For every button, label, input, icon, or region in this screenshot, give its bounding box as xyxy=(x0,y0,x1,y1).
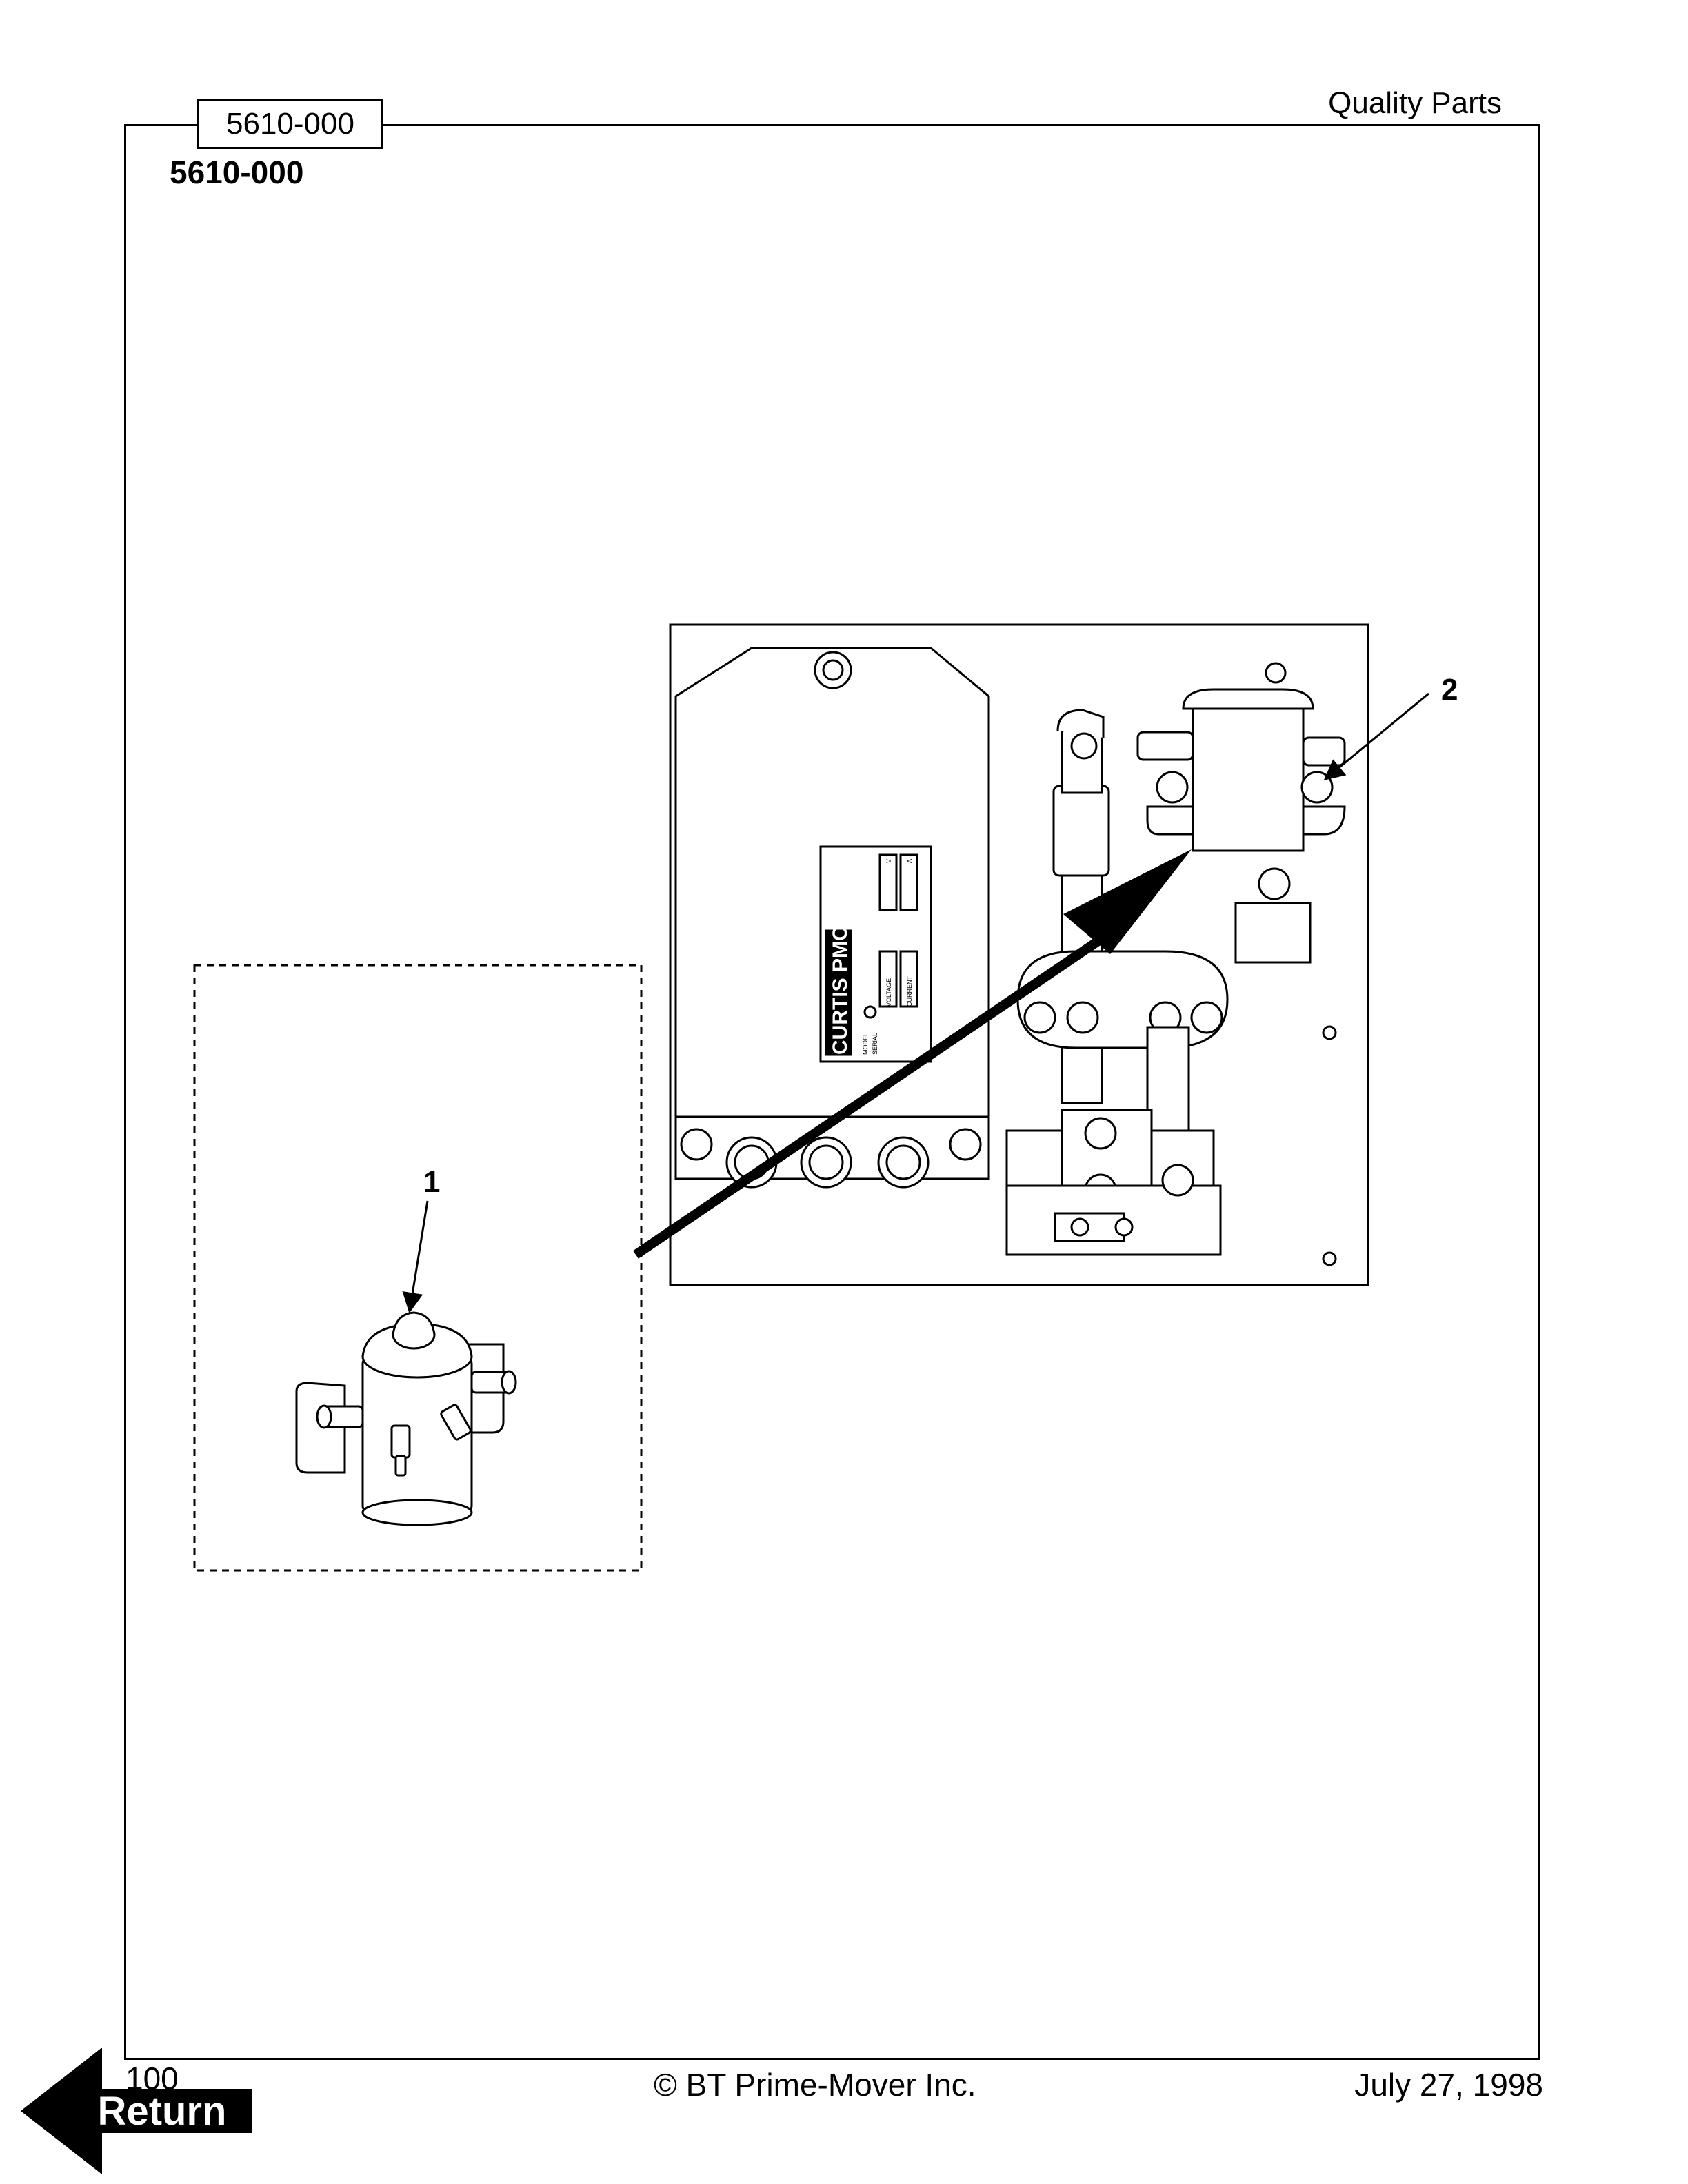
return-button[interactable]: Return xyxy=(21,2048,255,2178)
callout-1-leader xyxy=(402,1200,429,1313)
page-frame xyxy=(124,124,1540,2060)
mount-hole xyxy=(1322,1251,1337,1266)
callout-1: 1 xyxy=(423,1165,441,1199)
motor-controller xyxy=(674,647,990,1189)
copyright: © BT Prime-Mover Inc. xyxy=(654,2067,976,2103)
solenoid-detail-illustration xyxy=(295,1311,517,1526)
part-number-title: 5610-000 xyxy=(170,154,304,190)
controller-field-label: SERIAL xyxy=(872,1033,878,1055)
location-arrow-head xyxy=(1063,849,1192,954)
solenoid-installed xyxy=(1136,662,1346,964)
back-arrow-icon xyxy=(21,2048,252,2174)
detail-box xyxy=(193,964,643,1572)
header-right-label: Quality Parts xyxy=(1328,86,1502,120)
location-arrow-shaft xyxy=(633,933,1106,1259)
controller-brand: CURTIS PMC xyxy=(829,926,852,1055)
controller-field-label: MODEL xyxy=(862,1033,869,1055)
mount-hole xyxy=(1322,1025,1337,1040)
controller-field-label: V xyxy=(885,859,892,863)
controller-field-label: A xyxy=(906,859,913,863)
section-tab-label: 5610-000 xyxy=(197,99,383,149)
publish-date: July 27, 1998 xyxy=(1354,2067,1543,2103)
mounting-panel xyxy=(669,623,1369,1286)
callout-2-leader xyxy=(1323,692,1429,780)
callout-2: 2 xyxy=(1441,673,1458,707)
controller-field-label: VOLTAGE xyxy=(885,978,892,1007)
return-label: Return xyxy=(97,2089,227,2134)
controller-field-label: CURRENT xyxy=(906,975,913,1007)
